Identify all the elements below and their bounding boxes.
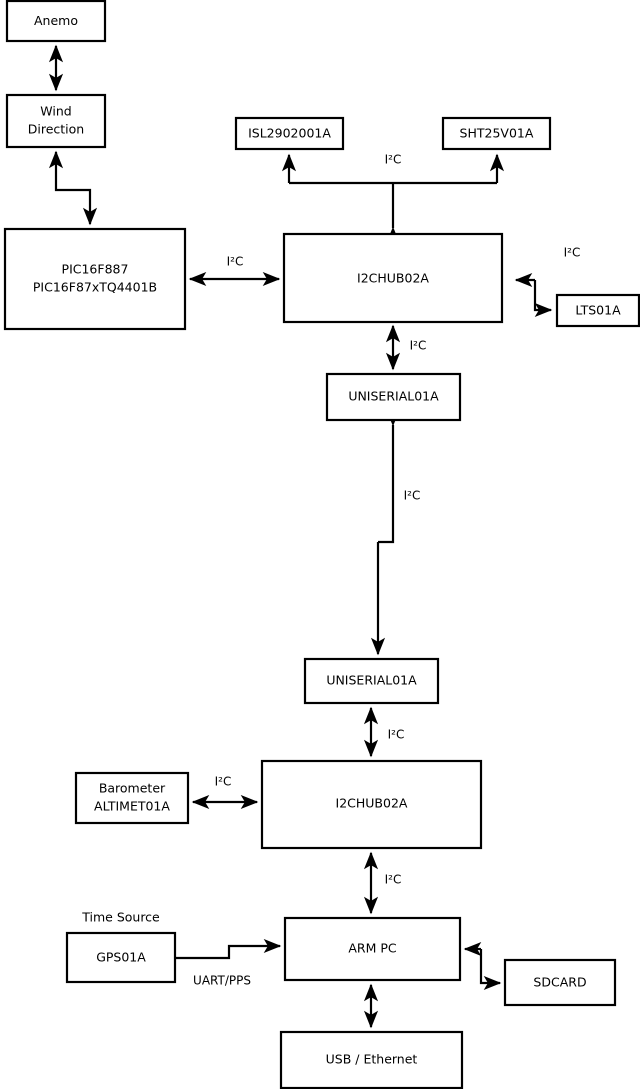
edge-label-uniserialbot-hubbot: I²C bbox=[388, 728, 405, 742]
node-usb-ethernet-label: USB / Ethernet bbox=[326, 1052, 418, 1067]
node-uniserial01a-top-box[interactable] bbox=[325, 372, 462, 422]
node-arm-pc-box[interactable] bbox=[283, 916, 462, 982]
edge-label-uniserial-link: I²C bbox=[404, 489, 421, 503]
node-anemo-label: Anemo bbox=[34, 13, 78, 28]
edge-label-hubtop-lts: I²C bbox=[564, 246, 581, 260]
node-gps01a-box[interactable] bbox=[65, 931, 177, 984]
edge-label-barometer-hubbot: I²C bbox=[215, 775, 232, 789]
node-isl2902001a[interactable]: ISL2902001A bbox=[234, 116, 345, 151]
node-i2chub02a-bottom[interactable]: I2CHUB02A bbox=[260, 759, 483, 850]
node-barometer-label-line1: Barometer bbox=[99, 781, 166, 796]
edge-label-gps-armpc: UART/PPS bbox=[193, 974, 251, 988]
node-uniserial01a-top-label: UNISERIAL01A bbox=[348, 389, 439, 404]
node-anemo[interactable]: Anemo bbox=[5, 0, 107, 43]
node-gps01a-label: GPS01A bbox=[96, 950, 146, 965]
node-arm-pc-label: ARM PC bbox=[348, 941, 397, 956]
node-wind-direction-label-line1: Wind bbox=[40, 104, 71, 119]
node-lts01a[interactable]: LTS01A bbox=[555, 293, 640, 328]
label-time-source: Time Source bbox=[81, 910, 160, 925]
node-uniserial01a-bottom-box[interactable] bbox=[303, 657, 440, 705]
node-uniserial01a-bottom-label: UNISERIAL01A bbox=[326, 673, 417, 688]
node-arm-pc[interactable]: ARM PC bbox=[283, 916, 462, 982]
node-wind-direction[interactable]: Wind Direction bbox=[5, 93, 107, 149]
node-i2chub02a-top-box[interactable] bbox=[282, 232, 504, 324]
node-isl2902001a-label: ISL2902001A bbox=[248, 126, 331, 141]
node-sht25v01a-box[interactable] bbox=[441, 116, 552, 151]
node-i2chub02a-bottom-box[interactable] bbox=[260, 759, 483, 850]
node-i2chub02a-top-label: I2CHUB02A bbox=[357, 271, 429, 286]
node-i2chub02a-bottom-label: I2CHUB02A bbox=[336, 796, 408, 811]
node-usb-ethernet[interactable]: USB / Ethernet bbox=[279, 1030, 464, 1089]
node-usb-ethernet-box[interactable] bbox=[279, 1030, 464, 1089]
node-gps01a[interactable]: GPS01A bbox=[65, 931, 177, 984]
node-wind-direction-label-line2: Direction bbox=[28, 122, 84, 137]
node-anemo-box[interactable] bbox=[5, 0, 107, 43]
edge-uniserial-link-upper bbox=[378, 408, 401, 544]
node-pic16f887-box[interactable] bbox=[3, 227, 187, 331]
node-wind-direction-box[interactable] bbox=[5, 93, 107, 149]
edge-label-hubtop-uniserial: I²C bbox=[410, 339, 427, 353]
node-lts01a-label: LTS01A bbox=[575, 303, 621, 318]
edge-pic-wind bbox=[48, 150, 98, 226]
node-sht25v01a[interactable]: SHT25V01A bbox=[441, 116, 552, 151]
node-uniserial01a-top[interactable]: UNISERIAL01A bbox=[325, 372, 462, 422]
node-uniserial01a-bottom[interactable]: UNISERIAL01A bbox=[303, 657, 440, 705]
edge-label-pic-hubtop: I²C bbox=[227, 255, 244, 269]
edge-hubtop-to-lts bbox=[533, 280, 553, 318]
node-sht25v01a-label: SHT25V01A bbox=[460, 126, 534, 141]
node-i2chub02a-top[interactable]: I2CHUB02A bbox=[282, 232, 504, 324]
edge-label-hubtop-sensors: I²C bbox=[385, 153, 402, 167]
node-pic16f887[interactable]: PIC16F887 PIC16F87xTQ4401B bbox=[3, 227, 187, 331]
node-pic16f887-label-line1: PIC16F887 bbox=[62, 262, 129, 277]
node-isl2902001a-box[interactable] bbox=[234, 116, 345, 151]
node-sdcard-box[interactable] bbox=[503, 958, 617, 1007]
node-sdcard[interactable]: SDCARD bbox=[503, 958, 617, 1007]
node-pic16f887-label-line2: PIC16F87xTQ4401B bbox=[33, 280, 157, 295]
edge-armpc-to-sdcard bbox=[479, 949, 502, 991]
node-barometer-altimet01a-box[interactable] bbox=[74, 771, 190, 825]
node-barometer-label-line2: ALTIMET01A bbox=[94, 799, 170, 814]
node-lts01a-box[interactable] bbox=[555, 293, 640, 328]
edge-gps-armpc bbox=[175, 938, 282, 960]
node-barometer-altimet01a[interactable]: Barometer ALTIMET01A bbox=[74, 771, 190, 825]
node-sdcard-label: SDCARD bbox=[533, 975, 586, 990]
edge-label-hubbot-armpc: I²C bbox=[385, 873, 402, 887]
